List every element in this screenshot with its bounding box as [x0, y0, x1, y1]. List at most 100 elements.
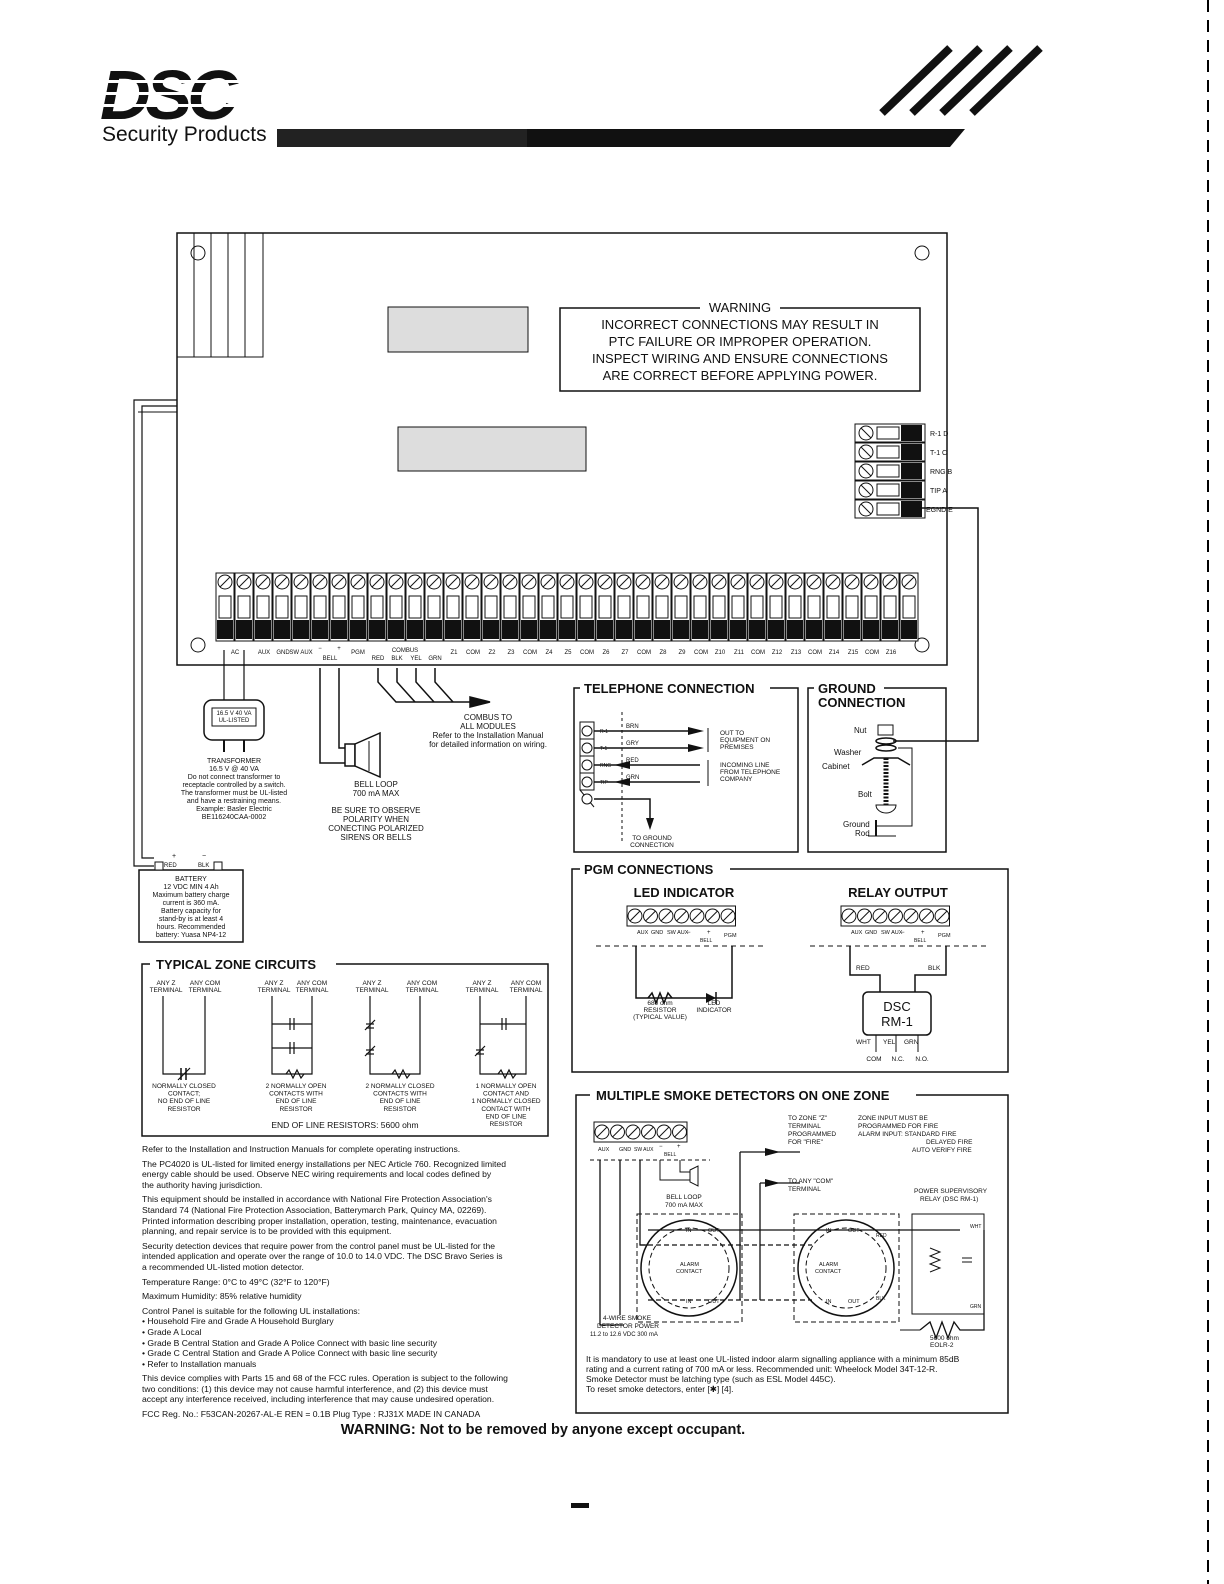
svg-text:COM: COM: [866, 1056, 881, 1063]
terminal: [348, 572, 368, 642]
zone-head: ANY COM: [190, 980, 220, 987]
terminal: [576, 572, 596, 642]
terminal: [367, 572, 387, 642]
svg-text:RED: RED: [876, 1233, 887, 1239]
installation-notes: Refer to the Installation and Instructio…: [142, 1144, 562, 1424]
transformer-rating: UL-LISTED: [219, 718, 250, 724]
terminal: [614, 572, 634, 642]
terminal: [215, 572, 235, 642]
terminal: [823, 572, 843, 642]
svg-text:TRANSFORMER: TRANSFORMER: [207, 758, 261, 765]
terminal-label: Z6: [602, 650, 610, 656]
svg-text:Maximum battery charge: Maximum battery charge: [152, 892, 229, 899]
zone-head: TERMINAL: [296, 987, 329, 994]
svg-text:GRN: GRN: [970, 1304, 982, 1310]
svg-text:N.C.: N.C.: [892, 1056, 905, 1063]
svg-text:CONTACT: CONTACT: [815, 1269, 842, 1275]
svg-text:TERMINAL: TERMINAL: [788, 1186, 821, 1193]
svg-text:current is 360 mA.: current is 360 mA.: [163, 900, 220, 907]
terminal: [272, 572, 292, 642]
svg-text:GRN: GRN: [904, 1039, 919, 1046]
svg-text:ALARM: ALARM: [819, 1262, 838, 1268]
svg-text:DETECTOR POWER: DETECTOR POWER: [597, 1323, 659, 1330]
zone-caption: RESISTOR: [383, 1106, 416, 1113]
screw-terminal: [656, 1124, 672, 1140]
svg-text:WHT: WHT: [970, 1224, 981, 1230]
pgm-relay-terminals: [840, 905, 950, 927]
terminal-label: YEL: [410, 656, 422, 662]
svg-text:CONNECTION: CONNECTION: [630, 842, 674, 849]
zone-head: TERMINAL: [150, 987, 183, 994]
chip-1: [387, 306, 529, 353]
note-paragraph: FCC Reg. No.: F53CAN-20267-AL-E REN = 0.…: [142, 1409, 481, 1420]
terminal-label: COM: [523, 650, 537, 656]
transformer-note: TRANSFORMER 16.5 V @ 40 VA Do not connec…: [181, 758, 287, 821]
svg-text:PREMISES: PREMISES: [720, 744, 754, 751]
svg-text:RESISTOR: RESISTOR: [643, 1007, 676, 1014]
svg-text:Ground: Ground: [843, 820, 870, 829]
page-marker: [571, 1503, 589, 1508]
terminal-label: Z9: [678, 650, 686, 656]
svg-text:SW AUX: SW AUX: [881, 930, 903, 936]
svg-text:BRN: BRN: [626, 724, 639, 730]
terminal-label: PGM: [351, 650, 365, 656]
svg-text:BLK: BLK: [928, 965, 941, 972]
svg-text:CONTACT: CONTACT: [676, 1269, 703, 1275]
terminal: [690, 572, 710, 642]
svg-text:GND: GND: [865, 930, 877, 936]
svg-text:rating and a current rating of: rating and a current rating of 700 mA or…: [586, 1364, 938, 1374]
svg-text:RELAY (DSC RM-1): RELAY (DSC RM-1): [920, 1196, 978, 1203]
terminal: [861, 572, 881, 642]
terminal-label: Z13: [791, 650, 802, 656]
svg-text:SIRENS OR BELLS: SIRENS OR BELLS: [340, 833, 411, 842]
terminal-label: GND: [276, 650, 290, 656]
svg-text:AUX: AUX: [851, 930, 863, 936]
terminal-label: Z10: [715, 650, 726, 656]
terminal: [842, 572, 862, 642]
smoke-title: MULTIPLE SMOKE DETECTORS ON ONE ZONE: [596, 1088, 890, 1103]
zone-caption: 1 NORMALLY CLOSED: [471, 1098, 540, 1105]
svg-text:OUT: OUT: [708, 1228, 720, 1234]
chip-2: [397, 426, 587, 472]
warning-line: PTC FAILURE OR IMPROPER OPERATION.: [609, 334, 872, 349]
svg-text:YEL: YEL: [883, 1039, 896, 1046]
mount-hole: [914, 245, 930, 261]
terminal-label: COM: [466, 650, 480, 656]
transformer: 16.5 V 40 VA UL-LISTED: [203, 650, 265, 752]
svg-text:N.O.: N.O.: [915, 1056, 929, 1063]
svg-text:RED: RED: [164, 863, 177, 869]
terminal-label: Z11: [734, 650, 745, 656]
terminal-label: AUX: [258, 650, 270, 656]
phone-terminal-label: R-1 D: [930, 431, 948, 438]
screw-terminal: [627, 908, 643, 924]
bell-wiring: [319, 668, 381, 779]
note-paragraph: Maximum Humidity: 85% relative humidity: [142, 1291, 302, 1302]
footer-warning: WARNING: Not to be removed by anyone exc…: [341, 1422, 745, 1438]
svg-text:+: +: [707, 930, 711, 936]
pgm-led-terminals: [626, 905, 736, 927]
terminal-label: COM: [865, 650, 879, 656]
screw-terminal: [903, 908, 919, 924]
terminal-label: BELL: [323, 656, 338, 662]
ground-connection-panel: GROUND CONNECTION Nut Washer Cabinet Bol…: [807, 681, 947, 853]
battery: + RED − BLK BATTERY 12 VDC MIN 4 Ah Maxi…: [138, 853, 244, 943]
svg-text:+: +: [172, 853, 176, 860]
svg-text:AUX: AUX: [637, 930, 649, 936]
svg-text:OUT: OUT: [708, 1299, 720, 1305]
svg-text:The transformer must be UL-lis: The transformer must be UL-listed: [181, 790, 287, 797]
terminal-label: COMBUS: [392, 648, 418, 654]
note-paragraph: This equipment should be installed in ac…: [142, 1194, 497, 1237]
terminal: [595, 572, 615, 642]
zone-caption: CONTACT WITH: [481, 1106, 531, 1113]
zone-head: ANY COM: [297, 980, 327, 987]
svg-text:BE116240CAA-0002: BE116240CAA-0002: [202, 814, 267, 821]
svg-text:−: −: [687, 930, 691, 936]
svg-text:AUX: AUX: [598, 1147, 610, 1153]
header-slashes: [879, 45, 1043, 116]
mount-hole: [190, 637, 206, 653]
svg-text:EQUIPMENT ON: EQUIPMENT ON: [720, 737, 770, 744]
svg-text:+: +: [677, 1144, 681, 1150]
terminal: [804, 572, 824, 642]
svg-text:T-1: T-1: [600, 746, 607, 752]
terminal-label: Z1: [450, 650, 458, 656]
